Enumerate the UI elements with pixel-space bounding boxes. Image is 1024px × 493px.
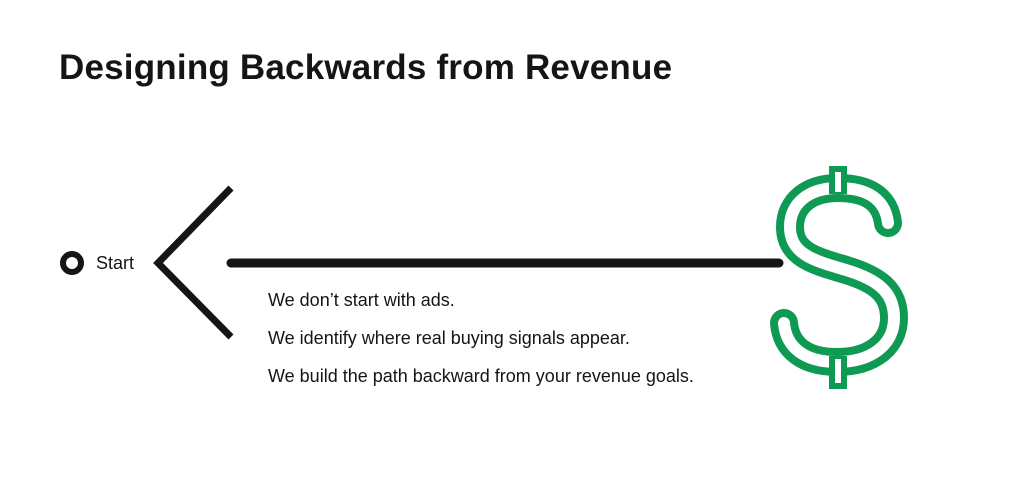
- line-revenue-goals: We build the path backward from your rev…: [268, 366, 694, 386]
- explanation-lines: We don’t start with ads. We identify whe…: [268, 288, 694, 402]
- start-label: Start: [96, 253, 135, 273]
- arrow-head-icon: [153, 185, 234, 340]
- dollar-sign-icon: [770, 166, 908, 389]
- page-title: Designing Backwards from Revenue: [59, 48, 673, 87]
- line-ads: We don’t start with ads.: [268, 290, 455, 310]
- line-buying-signals: We identify where real buying signals ap…: [268, 328, 630, 348]
- start-circle-icon: [60, 251, 84, 275]
